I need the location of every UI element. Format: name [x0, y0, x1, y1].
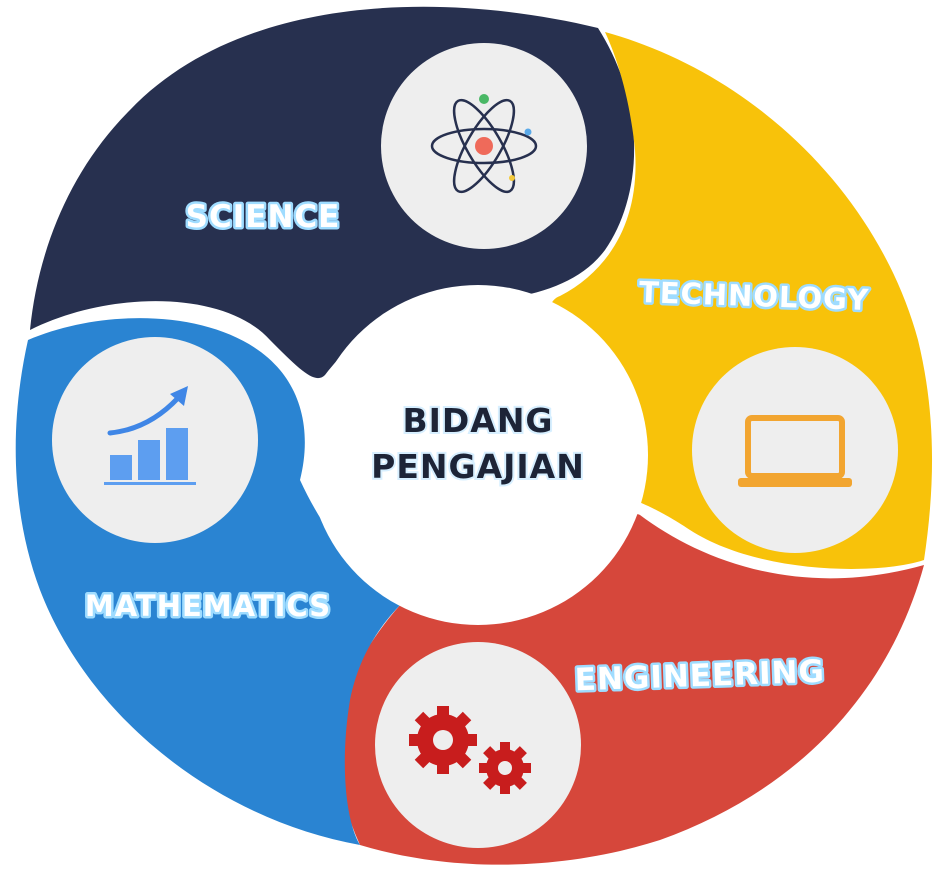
technology-icon-circle — [692, 347, 898, 553]
center-title-line2: PENGAJIAN — [371, 447, 585, 486]
laptop-icon — [738, 415, 852, 487]
gears-icon — [409, 706, 531, 794]
science-label: SCIENCE — [186, 199, 341, 235]
engineering-icon-circle — [375, 642, 581, 848]
center-title-line1: BIDANG — [402, 401, 553, 440]
atom-icon — [430, 94, 538, 194]
growth-chart-icon — [104, 386, 196, 485]
center-circle — [308, 285, 648, 625]
mathematics-label: MATHEMATICS — [85, 589, 331, 623]
